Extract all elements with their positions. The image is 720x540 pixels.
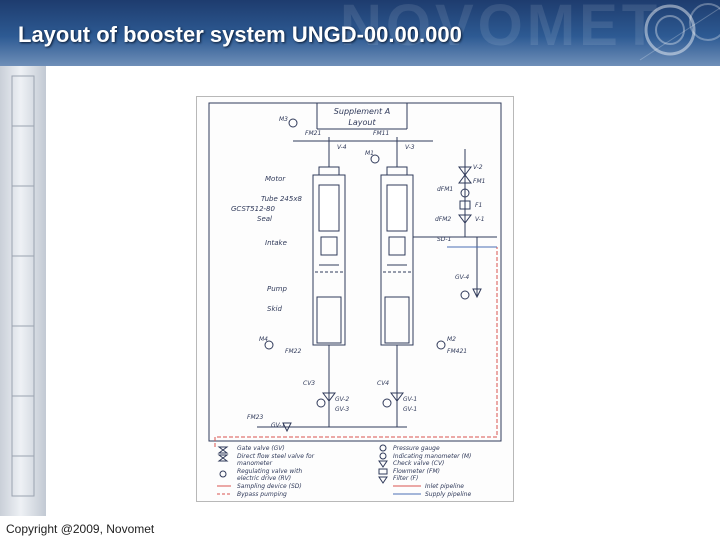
- left-pump-unit: [312, 137, 346, 377]
- gauge-m2: [436, 340, 446, 350]
- diagram-frame: [208, 102, 502, 442]
- tag-fm22: FM22: [285, 348, 301, 355]
- label-tube-code: GCST512-80: [231, 205, 276, 213]
- label-skid: Skid: [267, 305, 282, 313]
- tag-cv3: CV3: [303, 380, 315, 387]
- regulating-valve-icon: [219, 470, 227, 478]
- tag-dfm1: dFM1: [437, 186, 453, 193]
- copyright-text: Copyright @2009, Novomet: [6, 522, 155, 536]
- legend-manometer: manometer: [237, 460, 273, 467]
- tag-fm1: FM1: [473, 178, 485, 185]
- heading-layout: Layout: [348, 118, 376, 127]
- label-seal: Seal: [257, 215, 272, 223]
- header-watermark: NOVOMET: [340, 0, 662, 58]
- bypass-line: [214, 247, 498, 447]
- tag-m2: M2: [447, 336, 456, 343]
- tag-v2: V-2: [473, 164, 483, 171]
- right-pump-unit: [380, 137, 414, 377]
- tag-fm23: FM23: [247, 414, 263, 421]
- legend-sampling-device: Sampling device (SD): [237, 483, 302, 490]
- legend-regulating-valve: Regulating valve with: [237, 468, 302, 475]
- gauge-m3: [288, 118, 298, 128]
- header-band: NOVOMET Layout of booster system UNGD-00…: [0, 0, 720, 66]
- legend-supply-pipeline: Supply pipeline: [425, 491, 471, 498]
- right-instrument-column: [413, 149, 497, 300]
- tag-m1: M1: [365, 150, 374, 157]
- label-motor: Motor: [265, 175, 286, 183]
- indicating-manometer-icon: [379, 452, 387, 460]
- tag-sd1: SD-1: [437, 236, 451, 243]
- label-intake: Intake: [265, 239, 287, 247]
- gauge-m1: [370, 154, 380, 164]
- tag-gv-bottom: GV-1: [271, 422, 285, 429]
- tag-gv3: GV-3: [335, 406, 349, 413]
- legend-check-valve: Check valve (CV): [393, 460, 444, 467]
- filter-icon: [378, 476, 388, 484]
- tag-gv4: GV-4: [455, 274, 469, 281]
- slide-title: Layout of booster system UNGD-00.00.000: [18, 22, 462, 47]
- decorative-pump-strip: [0, 66, 46, 516]
- booster-layout-diagram: Supplement A Layout Motor Tube 245x8 GCS…: [196, 96, 514, 502]
- legend-flowmeter: Flowmeter (FM): [393, 468, 440, 475]
- legend-gate-valve: Gate valve (GV): [237, 445, 285, 452]
- tag-fm421: FM421: [447, 348, 467, 355]
- check-valve-icon: [378, 460, 388, 468]
- gate-valve-icon: [217, 446, 229, 454]
- pump-stack-graphic: [11, 75, 35, 497]
- direct-flow-valve-icon: [217, 454, 229, 462]
- legend-bypass-pumping: Bypass pumping: [237, 491, 287, 498]
- tag-gv-left: GV-1: [403, 396, 417, 403]
- decorative-rings-graphic: [639, 3, 720, 61]
- legend-indicating-manometer: Indicating manometer (M): [393, 453, 471, 460]
- tag-v4: V-4: [337, 144, 347, 151]
- label-tube: Tube 245x8: [261, 195, 302, 203]
- label-pump: Pump: [267, 285, 287, 293]
- legend-pressure-gauge: Pressure gauge: [393, 445, 440, 452]
- legend-direct-flow-valve: Direct flow steel valve for: [237, 453, 315, 460]
- flowmeter-icon: [378, 468, 388, 475]
- tag-m3: M3: [279, 116, 288, 123]
- tag-m4: M4: [259, 336, 268, 343]
- tag-gv2: GV-2: [335, 396, 349, 403]
- heading-supplement: Supplement A: [334, 107, 390, 116]
- bottom-manifolds: [257, 377, 407, 433]
- tag-fm21: FM21: [305, 130, 321, 137]
- tag-v3: V-3: [405, 144, 415, 151]
- legend-electric-drive: electric drive (RV): [237, 475, 291, 482]
- pressure-gauge-icon: [379, 444, 387, 452]
- legend-filter: Filter (F): [393, 475, 418, 482]
- tag-gv-right: GV-1: [403, 406, 417, 413]
- gauge-m4: [264, 340, 274, 350]
- tag-f1: F1: [475, 202, 482, 209]
- legend-inlet-pipeline: Inlet pipeline: [425, 483, 464, 490]
- tag-v1: V-1: [475, 216, 485, 223]
- tag-fm11: FM11: [373, 130, 389, 137]
- tag-dfm2: dFM2: [435, 216, 451, 223]
- tag-cv4: CV4: [377, 380, 389, 387]
